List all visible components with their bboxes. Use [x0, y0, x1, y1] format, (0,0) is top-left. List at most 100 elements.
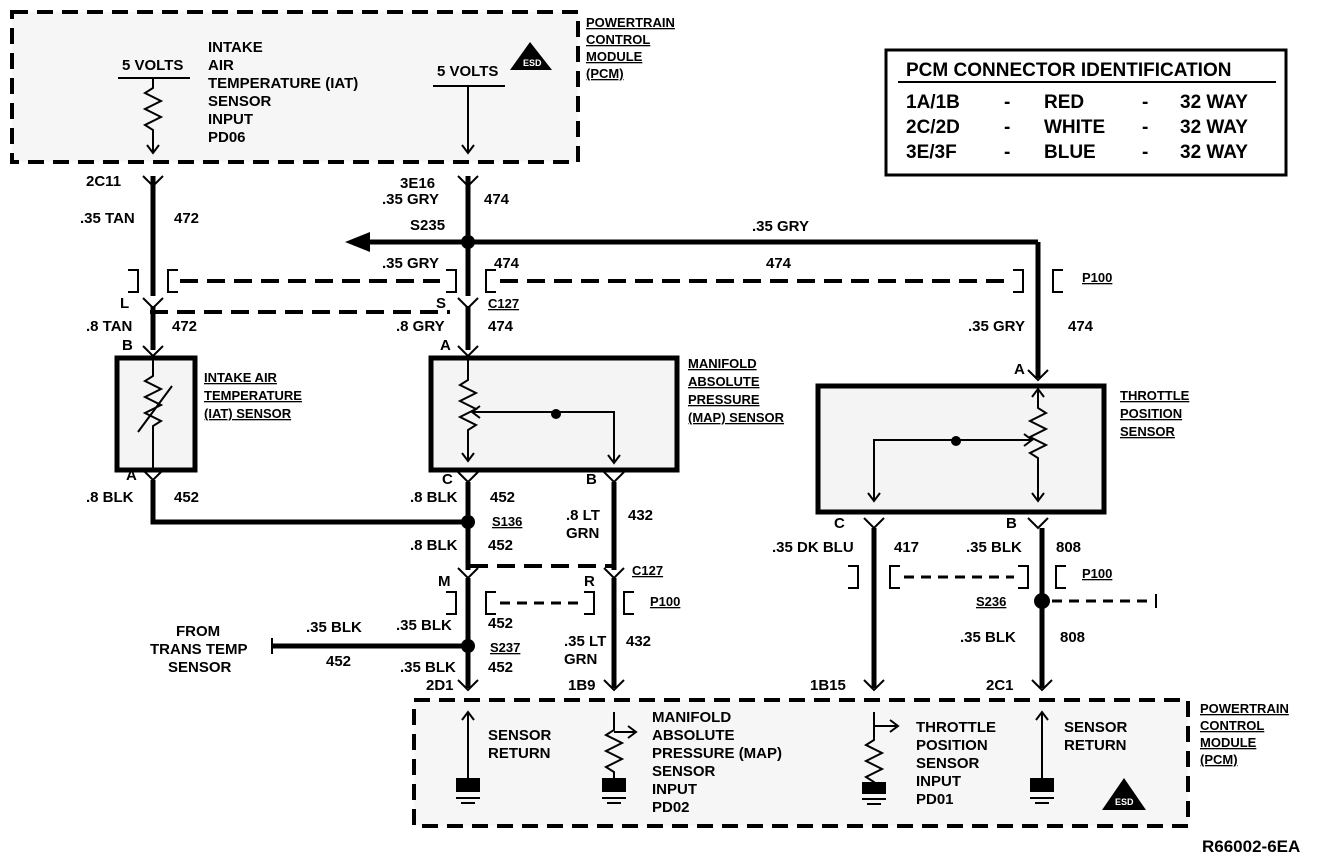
arrow-down-icon [607, 454, 621, 465]
tps-input-resistor-icon [863, 712, 885, 786]
thermistor-icon [142, 358, 164, 470]
svg-text:INTAKE AIR: INTAKE AIR [204, 370, 278, 385]
iat-sensor-box [114, 355, 198, 473]
trans-temp-label: FROM TRANS TEMP SENSOR [150, 623, 248, 676]
wire-color-label: .8 BLK [410, 537, 458, 554]
arrow-left-icon [470, 405, 481, 419]
pin-chevron-icon [603, 471, 625, 484]
sensor-return-2-label: SENSOR RETURN [1064, 719, 1128, 754]
pcm-bottom-title: POWERTRAIN CONTROL MODULE (PCM) [1200, 701, 1289, 767]
svg-text:(PCM): (PCM) [586, 66, 624, 81]
arrow-right-icon [627, 725, 638, 739]
svg-text:-: - [1142, 142, 1148, 163]
pin-chevron-icon [1027, 369, 1049, 382]
arrow-up-icon [1031, 387, 1045, 398]
esd-warning-icon: ESD [1102, 778, 1146, 810]
svg-text:SENSOR: SENSOR [1120, 424, 1176, 439]
ground-icon [602, 778, 626, 804]
svg-text:-: - [1142, 92, 1148, 113]
wire-color-label: .35 BLK [966, 539, 1022, 556]
wire-color-label: .8 TAN [86, 318, 132, 335]
svg-text:POWERTRAIN: POWERTRAIN [586, 15, 675, 30]
svg-text:CONTROL: CONTROL [1200, 718, 1264, 733]
splice-label: S237 [490, 640, 520, 655]
svg-text:WHITE: WHITE [1044, 117, 1105, 138]
circuit-label: 474 [766, 255, 792, 272]
pin-chevron-icon [603, 679, 625, 692]
arrow-down-icon [867, 492, 881, 503]
wire-color-label: .35 GRY [752, 218, 809, 235]
svg-text:ABSOLUTE: ABSOLUTE [688, 374, 760, 389]
tps-potentiometer-icon [1027, 386, 1049, 500]
connector-label: C127 [632, 563, 663, 578]
arrow-down-icon [461, 452, 475, 463]
pcm-iat-input-text: INTAKE AIR TEMPERATURE (IAT) SENSOR INPU… [208, 39, 358, 146]
splice-s136 [461, 515, 475, 529]
arrow-up-icon [461, 710, 475, 721]
pcm-top-title: POWERTRAIN CONTROL MODULE (PCM) [586, 15, 675, 81]
svg-text:SENSOR: SENSOR [652, 763, 716, 780]
tps-sensor-label: THROTTLE POSITION SENSOR [1120, 388, 1190, 439]
vref-left-label: 5 VOLTS [122, 57, 183, 74]
pin-label: B [586, 471, 597, 488]
table-row: 3E/3F - BLUE - 32 WAY [906, 142, 1248, 163]
svg-text:POWERTRAIN: POWERTRAIN [1200, 701, 1289, 716]
svg-text:RETURN: RETURN [1064, 737, 1127, 754]
pin-label: B [1006, 515, 1017, 532]
svg-text:2C/2D: 2C/2D [906, 117, 960, 138]
wire-color-label: .35 BLK [306, 619, 362, 636]
vref-right-label: 5 VOLTS [437, 63, 498, 80]
svg-text:PD02: PD02 [652, 799, 690, 816]
svg-text:PD06: PD06 [208, 129, 246, 146]
svg-text:(IAT) SENSOR: (IAT) SENSOR [204, 406, 292, 421]
pin-chevron-icon [457, 175, 479, 188]
pin-label: A [1014, 361, 1025, 378]
wire-color-label: .35 DK BLU [772, 539, 854, 556]
svg-text:RETURN: RETURN [488, 745, 551, 762]
svg-text:THROTTLE: THROTTLE [916, 719, 996, 736]
connector-table-title: PCM CONNECTOR IDENTIFICATION [906, 60, 1231, 81]
circuit-label: 452 [326, 653, 351, 670]
circuit-label: 452 [488, 659, 513, 676]
pin-label: 3E16 [400, 175, 435, 192]
svg-text:-: - [1004, 142, 1010, 163]
splice-label: S236 [976, 594, 1006, 609]
arrow-down-icon [146, 144, 160, 155]
pin-label: 1B15 [810, 677, 846, 694]
splice-s237 [461, 639, 475, 653]
splice-label: S136 [492, 514, 522, 529]
wire-color-label: .8 BLK [410, 489, 458, 506]
connector-label: C127 [488, 296, 519, 311]
svg-text:INPUT: INPUT [916, 773, 961, 790]
svg-text:POSITION: POSITION [1120, 406, 1182, 421]
pin-label: C [442, 471, 453, 488]
wire-color-label: .35 BLK [400, 659, 456, 676]
iat-sensor-label: INTAKE AIR TEMPERATURE (IAT) SENSOR [204, 370, 302, 421]
connector-c127-top [128, 269, 1063, 314]
svg-text:3E/3F: 3E/3F [906, 142, 957, 163]
wire-color-label: .8 LT [566, 507, 600, 524]
svg-text:THROTTLE: THROTTLE [1120, 388, 1190, 403]
wire-452-iat [150, 480, 468, 525]
svg-text:32 WAY: 32 WAY [1180, 117, 1248, 138]
pin-chevron-icon [457, 471, 479, 484]
svg-text:MODULE: MODULE [586, 49, 643, 64]
svg-text:MODULE: MODULE [1200, 735, 1257, 750]
pin-label: S [436, 295, 446, 312]
tps-pivot-dot [951, 436, 961, 446]
pin-chevron-icon [863, 679, 885, 692]
splice-s236 [1034, 593, 1050, 609]
svg-text:1A/1B: 1A/1B [906, 92, 960, 113]
svg-text:ABSOLUTE: ABSOLUTE [652, 727, 735, 744]
circuit-label: 432 [628, 507, 653, 524]
connector-label: P100 [1082, 566, 1112, 581]
svg-text:AIR: AIR [208, 57, 234, 74]
arrow-up-icon [1035, 710, 1049, 721]
arrow-right-icon [889, 719, 900, 733]
pin-chevron-icon [1031, 679, 1053, 692]
wire-color-label: .35 TAN [80, 210, 135, 227]
esd-warning-icon: ESD [510, 42, 552, 70]
wire-color-label: .35 GRY [382, 255, 439, 272]
circuit-label: 432 [626, 633, 651, 650]
